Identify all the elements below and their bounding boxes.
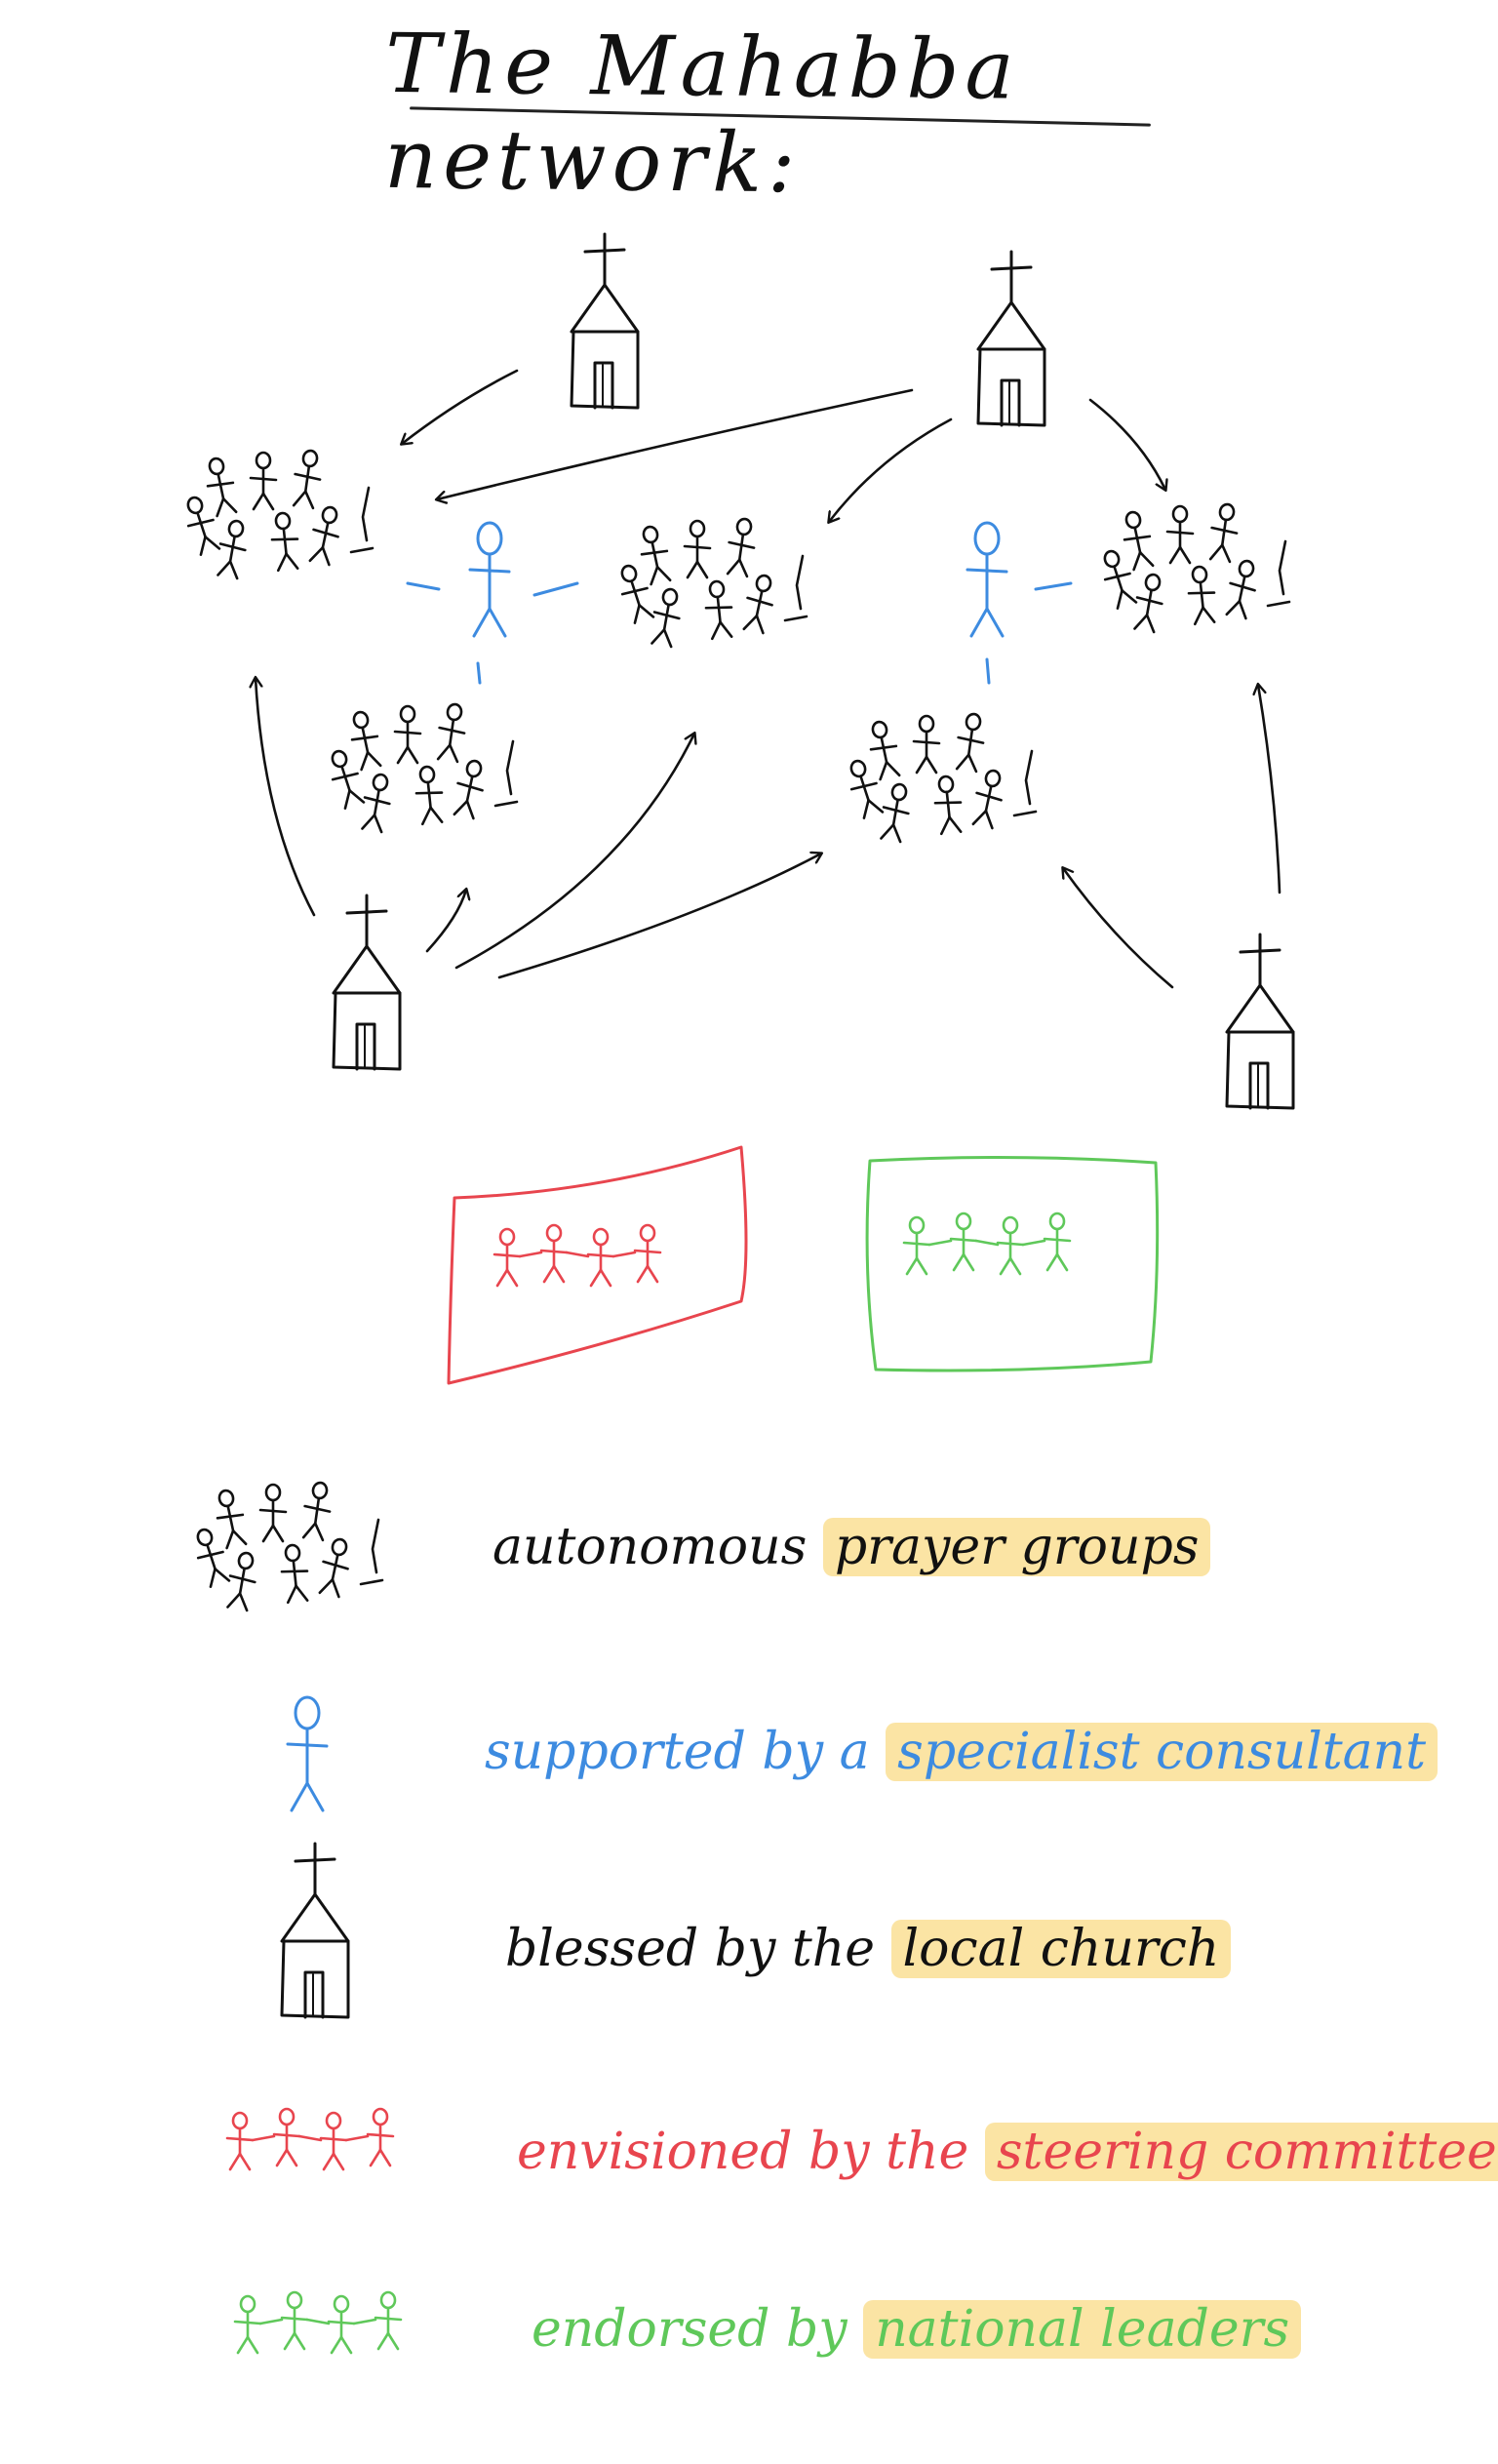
church-icon <box>1225 933 1295 1110</box>
legend-label-steering-committee: envisioned by the steering committee <box>517 2123 1498 2181</box>
legend-church-icon <box>280 1842 350 2019</box>
legend-highlight: prayer groups <box>822 1518 1211 1576</box>
church-icon <box>332 894 402 1071</box>
prayer-group-icon <box>614 517 807 647</box>
steering-committee-box <box>447 1145 748 1385</box>
blessing-arrows <box>256 369 1281 989</box>
legend-prefix: autonomous <box>493 1518 808 1576</box>
consultant-icon <box>966 521 1008 638</box>
legend-prefix: blessed by the <box>505 1920 876 1978</box>
prayer-group-icon <box>180 449 373 578</box>
legend-prefix: endorsed by <box>532 2300 848 2359</box>
legend-highlight: steering committee <box>984 2123 1498 2181</box>
legend-consultant-icon <box>286 1695 329 1812</box>
legend-label-church: blessed by the local church <box>505 1920 1232 1978</box>
church-icon <box>570 232 640 410</box>
legend-steering-committee-icon <box>227 2109 393 2169</box>
legend-label-consultant: supported by a specialist consultant <box>485 1723 1439 1781</box>
legend-highlight: specialist consultant <box>886 1723 1439 1781</box>
legend-label-prayer-groups: autonomous prayer groups <box>493 1518 1211 1576</box>
prayer-group-icon <box>325 702 517 832</box>
legend-highlight: local church <box>890 1920 1232 1978</box>
legend-label-national-leaders: endorsed by national leaders <box>532 2300 1302 2359</box>
legend-prefix: envisioned by the <box>517 2123 969 2181</box>
consultant-icon <box>468 521 511 638</box>
prayer-group-icon <box>844 712 1036 842</box>
legend-highlight: national leaders <box>863 2300 1302 2359</box>
prayer-group-icon <box>1097 502 1289 632</box>
legend-prayer-group-icon <box>190 1481 382 1610</box>
national-leaders-box <box>865 1155 1160 1372</box>
legend-national-leaders-icon <box>235 2292 401 2353</box>
church-icon <box>976 250 1046 427</box>
consultant-links <box>406 581 1073 685</box>
legend-prefix: supported by a <box>485 1723 870 1781</box>
